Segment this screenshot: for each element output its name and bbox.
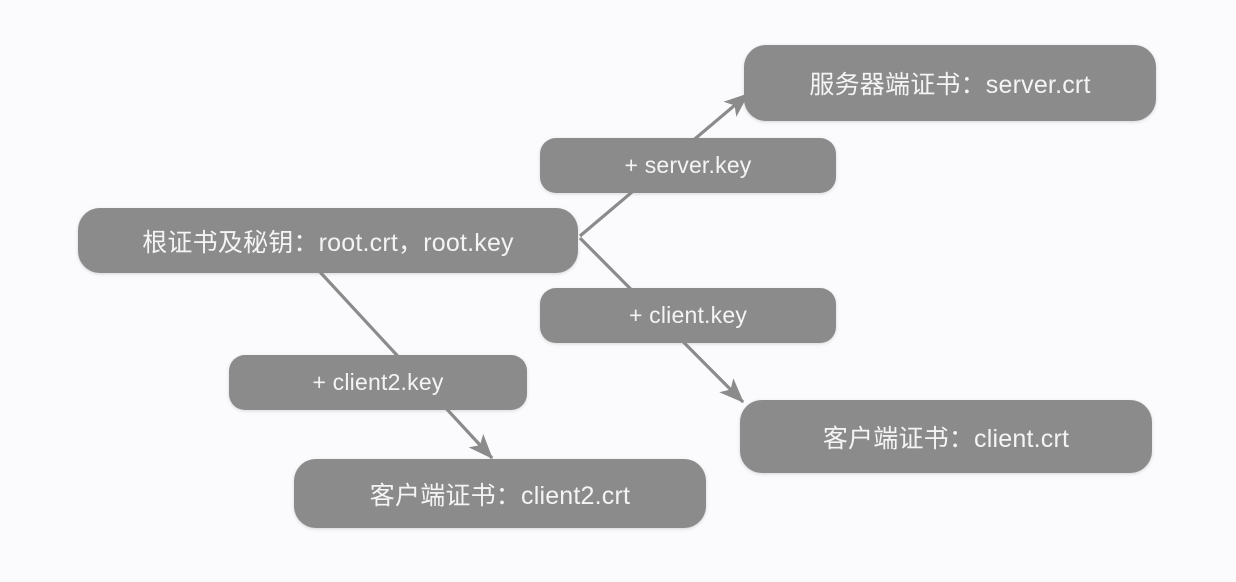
node-label: + client2.key [312,369,444,395]
node-server-key-tag[interactable]: + server.key [540,138,836,193]
node-server-certificate[interactable]: 服务器端证书：server.crt [744,45,1156,121]
node-label: 客户端证书：client2.crt [369,481,631,510]
node-client-certificate[interactable]: 客户端证书：client.crt [740,400,1152,473]
node-client-key-tag[interactable]: + client.key [540,288,836,343]
node-client2-key-tag[interactable]: + client2.key [229,355,527,410]
node-label: 服务器端证书：server.crt [809,71,1091,99]
node-client2-certificate[interactable]: 客户端证书：client2.crt [294,459,706,528]
node-label: 根证书及秘钥：root.crt，root.key [142,228,514,257]
node-root-certificate[interactable]: 根证书及秘钥：root.crt，root.key [78,208,578,273]
node-label: + server.key [624,152,752,178]
node-label: + client.key [628,302,748,328]
node-label: 客户端证书：client.crt [822,424,1070,453]
